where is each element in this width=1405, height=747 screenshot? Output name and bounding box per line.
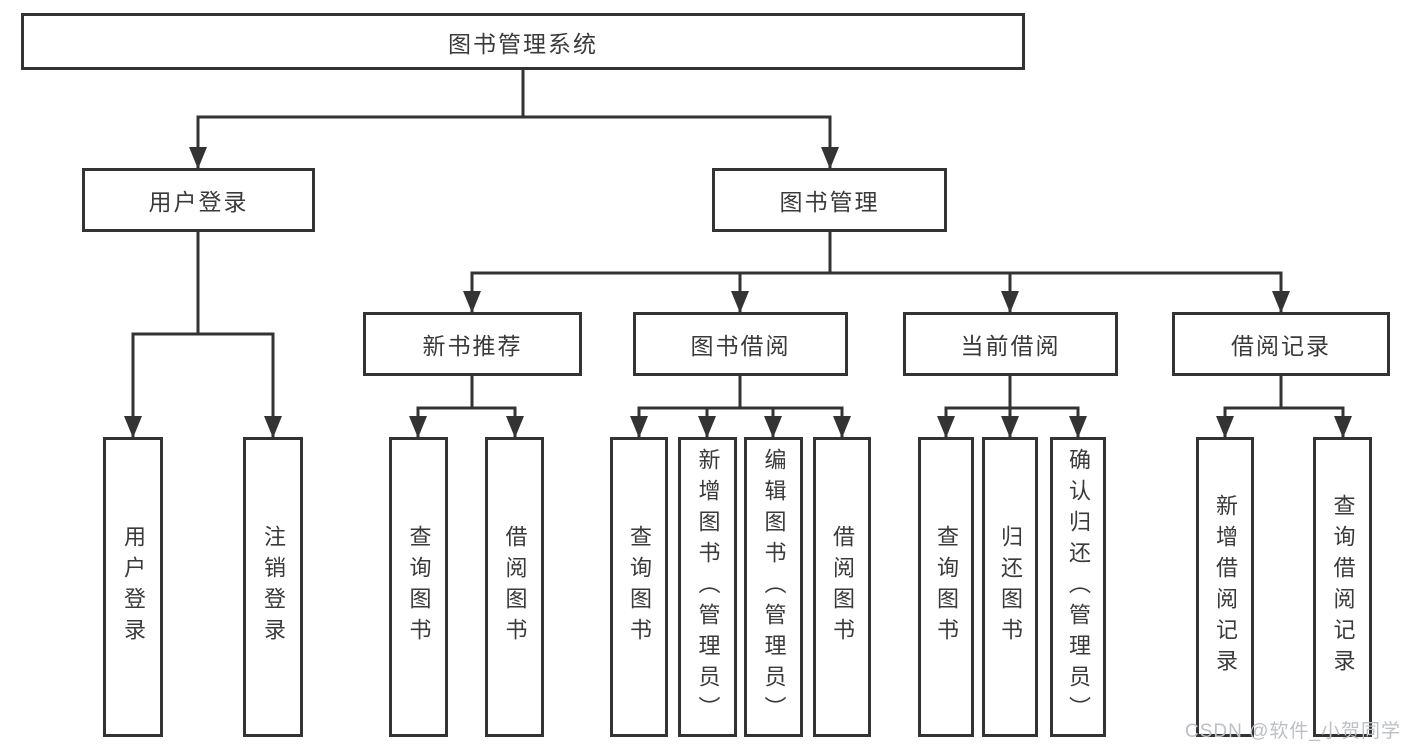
leaf-borrow-books-recommend-label: 借阅图书 [502, 525, 528, 649]
node-user-login-branch: 用户登录 [82, 168, 315, 232]
node-root: 图书管理系统 [21, 13, 1025, 70]
leaf-borrow-books-borrowing-label: 借阅图书 [830, 525, 855, 649]
leaf-confirm-return-admin: 确认归还（管理员） [1050, 437, 1106, 737]
leaf-query-books-current-label: 查询图书 [934, 525, 959, 649]
leaf-add-books-admin-label: 新增图书（管理员） [695, 447, 721, 727]
leaf-user-login: 用户登录 [103, 437, 163, 737]
leaf-borrow-books-borrowing: 借阅图书 [813, 437, 871, 737]
leaf-add-books-admin: 新增图书（管理员） [678, 437, 737, 737]
leaf-query-borrow-record-label: 查询借阅记录 [1330, 494, 1356, 680]
leaf-query-books-current: 查询图书 [918, 437, 974, 737]
leaf-edit-books-admin-label: 编辑图书（管理员） [761, 447, 787, 727]
leaf-borrow-books-recommend: 借阅图书 [485, 437, 544, 737]
node-book-management: 图书管理 [712, 168, 947, 232]
leaf-return-books-label: 归还图书 [998, 525, 1023, 649]
leaf-query-borrow-record: 查询借阅记录 [1313, 437, 1372, 737]
leaf-add-borrow-record: 新增借阅记录 [1196, 437, 1254, 737]
leaf-query-books-borrowing: 查询图书 [610, 437, 668, 737]
leaf-query-books-recommend-label: 查询图书 [406, 525, 432, 649]
watermark: CSDN @软件_小贺同学 [1185, 721, 1401, 742]
node-current-borrowing: 当前借阅 [903, 312, 1118, 376]
leaf-return-books: 归还图书 [982, 437, 1038, 737]
leaf-logout-label: 注销登录 [261, 525, 286, 649]
leaf-add-borrow-record-label: 新增借阅记录 [1213, 494, 1238, 680]
leaf-edit-books-admin: 编辑图书（管理员） [744, 437, 803, 737]
leaf-query-books-recommend: 查询图书 [389, 437, 448, 737]
leaf-logout: 注销登录 [243, 437, 303, 737]
leaf-user-login-label: 用户登录 [121, 525, 146, 649]
leaf-confirm-return-admin-label: 确认归还（管理员） [1066, 447, 1091, 727]
leaf-query-books-borrowing-label: 查询图书 [627, 525, 652, 649]
node-new-book-recommend: 新书推荐 [363, 312, 582, 376]
node-book-borrowing: 图书借阅 [633, 312, 848, 376]
node-borrowing-records: 借阅记录 [1172, 312, 1390, 376]
